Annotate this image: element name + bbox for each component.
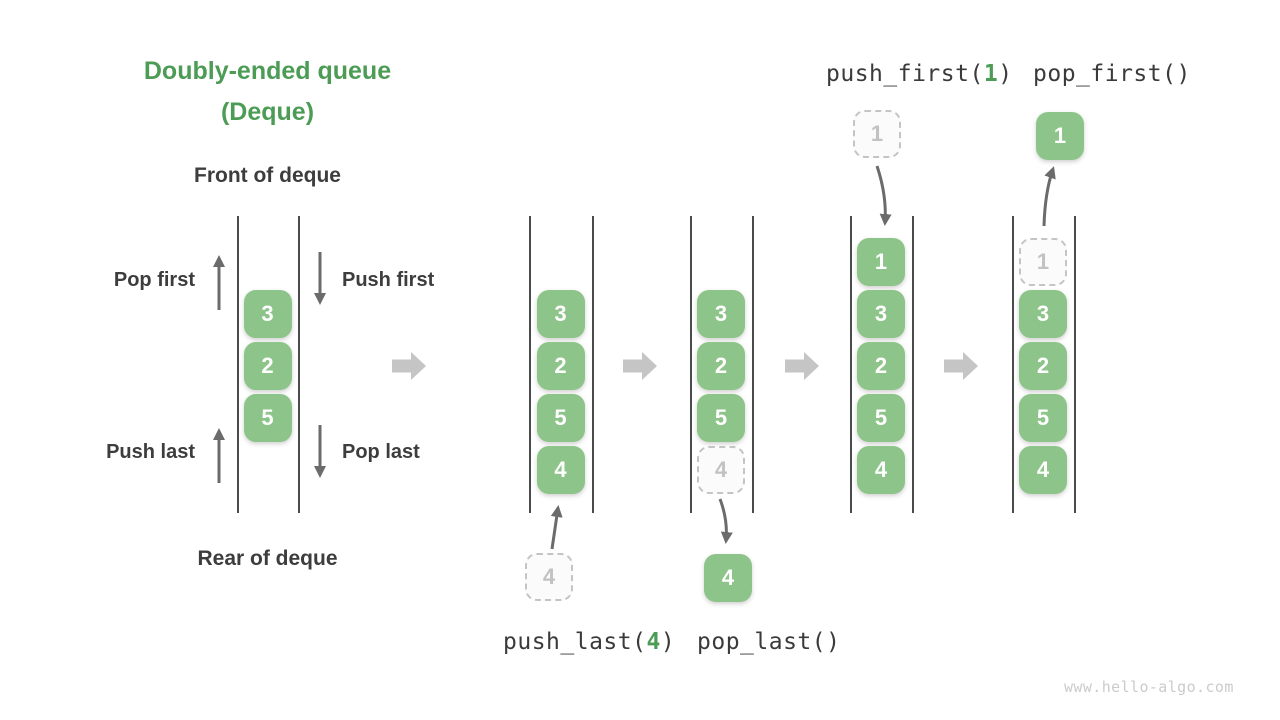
deque-pop-first-cell-3: 3 — [1019, 290, 1067, 338]
push-first-code-arg: 1 — [983, 61, 999, 87]
deque-push-last-column-line — [592, 216, 594, 513]
deque-push-first-cell-3: 3 — [857, 290, 905, 338]
page-title-line2: (Deque) — [220, 98, 315, 126]
deque-push-last-cell-3: 3 — [536, 290, 585, 338]
deque-push-last-cell-2: 2 — [536, 342, 585, 390]
rear-of-deque-label: Rear of deque — [197, 547, 338, 570]
deque-pop-first-cell-1: 1 — [1019, 238, 1067, 286]
page-title-line1: Doubly-ended queue — [143, 57, 392, 85]
push-last-code-suffix: ) — [660, 629, 676, 655]
transition-arrow-icon-1 — [392, 352, 426, 380]
deque-pop-last-cell-3: 3 — [697, 290, 745, 338]
pop-last-direction-label: Pop last — [342, 441, 420, 463]
deque-pop-last-cell-4: 4 — [697, 446, 745, 494]
deque-push-last-column-line — [529, 216, 531, 513]
push-last-code-arg: 4 — [646, 629, 661, 655]
push-first-move-arrow-icon — [875, 165, 892, 226]
push-last-code-prefix: push_last( — [503, 629, 647, 655]
transition-arrow-icon-4 — [944, 352, 978, 380]
pop-last-move-arrow-icon — [718, 498, 733, 544]
transition-arrow-icon-2 — [623, 352, 657, 380]
push-last-direction-label: Push last — [106, 441, 195, 463]
deque-pop-first-cell-4: 4 — [1019, 446, 1067, 494]
deque-push-first-cell-5: 5 — [857, 394, 905, 442]
watermark: www.hello-algo.com — [1064, 678, 1234, 696]
deque-pop-first-column-line — [1012, 216, 1014, 513]
deque-push-first-column-line — [850, 216, 852, 513]
deque-initial-cell-5: 5 — [243, 394, 292, 442]
transition-arrow-icon-3 — [785, 352, 819, 380]
deque-initial-column-line — [237, 216, 239, 513]
deque-pop-last-cell-5: 5 — [697, 394, 745, 442]
front-of-deque-label: Front of deque — [194, 164, 341, 187]
deque-initial-cell-2: 2 — [243, 342, 292, 390]
push-first-direction-label: Push first — [342, 269, 435, 291]
push-first-code-label: push_first(1) — [826, 61, 1013, 87]
deque-push-last-cell-4: 4 — [536, 446, 585, 494]
push-last-code-label: push_last(4) — [503, 629, 675, 655]
pop-first-code-label: pop_first() — [1033, 61, 1191, 87]
push-last-move-arrow-icon — [550, 505, 563, 550]
deque-pop-first-cell-2: 2 — [1019, 342, 1067, 390]
deque-push-first-cell-2: 2 — [857, 342, 905, 390]
pop-last-code-label: pop_last() — [697, 629, 841, 655]
deque-pop-last-cell-2: 2 — [697, 342, 745, 390]
deque-push-last-cell-5: 5 — [536, 394, 585, 442]
deque-initial-column-line — [298, 216, 300, 513]
deque-push-first-cell-4: 4 — [857, 446, 905, 494]
deque-pop-last-column-line — [752, 216, 754, 513]
deque-pop-last-column-line — [690, 216, 692, 513]
deque-push-first-column-line — [912, 216, 914, 513]
pop-first-move-arrow-icon — [1042, 166, 1056, 227]
deque-pop-first-cell-5: 5 — [1019, 394, 1067, 442]
deque-push-first-external-1: 1 — [853, 110, 901, 158]
push-first-code-suffix: ) — [998, 61, 1013, 87]
pop-first-direction-label: Pop first — [113, 269, 195, 291]
deque-push-first-cell-1: 1 — [857, 238, 905, 286]
deque-pop-last-external-4: 4 — [704, 554, 752, 602]
push-first-code-prefix: push_first( — [826, 61, 984, 87]
deque-push-last-external-4: 4 — [525, 553, 573, 601]
deque-pop-first-column-line — [1074, 216, 1076, 513]
deque-pop-first-external-1: 1 — [1036, 112, 1084, 160]
deque-initial-cell-3: 3 — [243, 290, 292, 338]
